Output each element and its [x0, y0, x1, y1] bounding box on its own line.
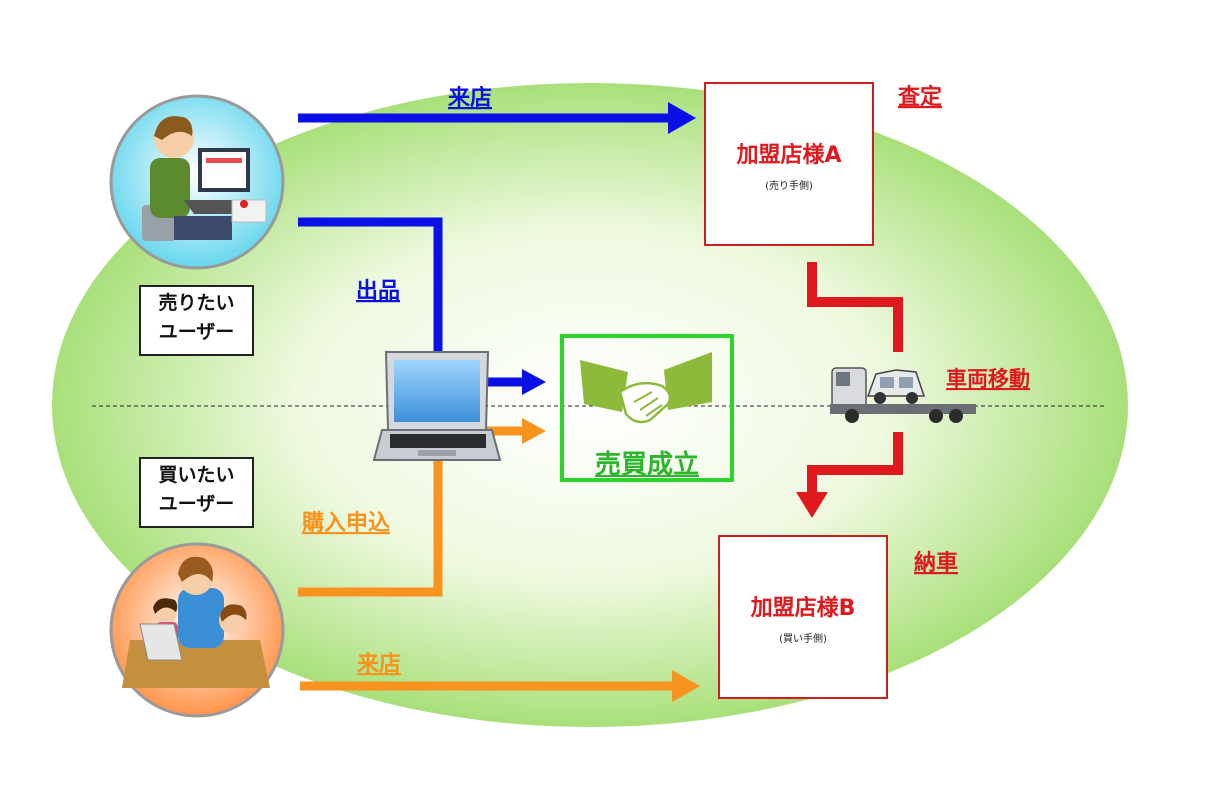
visit-arrow-top — [298, 102, 696, 134]
buyer-label-line1: 買いたい — [158, 464, 235, 486]
appraisal-label: 査定 — [898, 84, 942, 110]
seller-user-box: 売りたい ユーザー — [139, 285, 254, 356]
seller-label-line2: ユーザー — [158, 321, 235, 343]
seller-avatar — [109, 94, 285, 270]
laptop-icon — [372, 351, 502, 461]
deal-label: 売買成立 — [594, 450, 699, 480]
store-a-role: (売り手側) — [765, 180, 813, 192]
handshake-icon — [580, 352, 712, 424]
deal-box: 売買成立 — [560, 334, 734, 482]
purchase-flow — [298, 458, 443, 597]
buyer-user-box: 買いたい ユーザー — [139, 457, 254, 528]
buyer-avatar — [109, 542, 285, 718]
transfer-flow-top — [807, 262, 903, 352]
store-a-box: 加盟店様A (売り手側) — [704, 82, 874, 246]
transfer-flow-bottom — [796, 432, 903, 518]
store-a-name: 加盟店様A — [736, 142, 842, 168]
listing-to-deal-arrow — [486, 369, 546, 395]
listing-label: 出品 — [356, 279, 400, 304]
visit-label-top: 来店 — [447, 86, 492, 111]
delivery-label: 納車 — [914, 550, 958, 576]
store-b-name: 加盟店様B — [750, 595, 856, 621]
visit-arrow-bottom — [300, 670, 700, 702]
seller-label-line1: 売りたい — [158, 292, 235, 314]
store-b-role: (買い手側) — [779, 633, 827, 645]
visit-label-bottom: 来店 — [356, 652, 401, 677]
tow-truck-icon — [830, 367, 976, 423]
purchase-label: 購入申込 — [302, 511, 390, 536]
buyer-label-line2: ユーザー — [158, 493, 235, 515]
listing-flow — [298, 217, 443, 356]
transfer-label: 車両移動 — [946, 367, 1030, 391]
store-b-box: 加盟店様B (買い手側) — [718, 535, 888, 699]
